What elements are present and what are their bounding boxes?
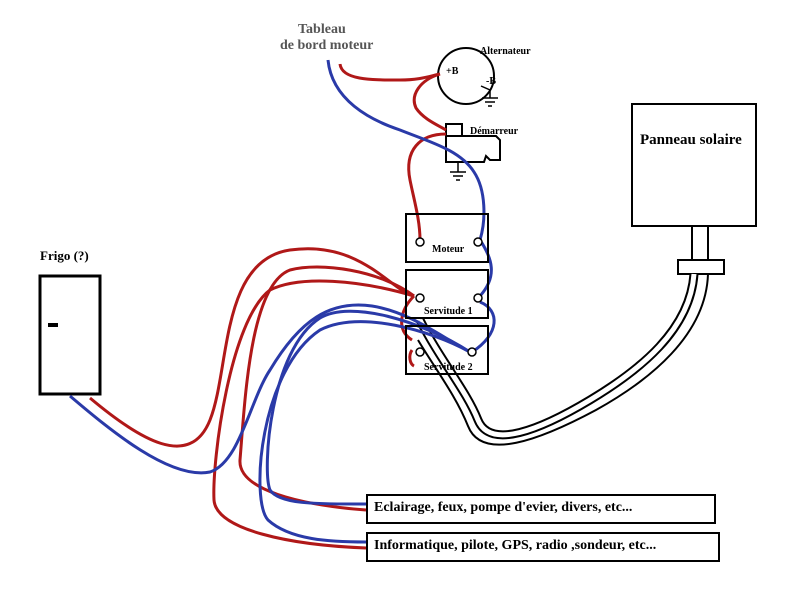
demarreur-label: Démarreur — [470, 126, 519, 137]
battery-moteur — [405, 213, 489, 263]
battery-servitude2 — [405, 325, 489, 375]
starter-ground-icon — [450, 162, 466, 181]
eclairage-circuit-box — [366, 494, 716, 524]
servitude1-label: Servitude 1 — [424, 306, 473, 317]
informatique-label: Informatique, pilote, GPS, radio ,sondeu… — [374, 538, 657, 553]
alternateur-label: Alternateur — [480, 46, 531, 57]
solar-panel — [631, 103, 757, 227]
alternator-ground-icon — [480, 85, 498, 107]
tableau-label-line2: de bord moteur — [280, 38, 374, 53]
frigo-label: Frigo (?) — [40, 248, 89, 263]
tableau-label-line1: Tableau — [298, 22, 346, 37]
solar-regulator — [677, 259, 725, 275]
panneau-solaire-label: Panneau solaire — [640, 132, 742, 148]
moteur-label: Moteur — [432, 244, 465, 255]
plus-b-label: +B — [446, 66, 459, 77]
fridge-symbol — [38, 274, 102, 396]
fridge-handle — [48, 323, 58, 327]
informatique-circuit-box — [366, 532, 720, 562]
eclairage-label: Eclairage, feux, pompe d'evier, divers, … — [374, 500, 633, 515]
minus-b-label: -B — [486, 76, 496, 87]
servitude2-label: Servitude 2 — [424, 362, 473, 373]
battery-servitude1 — [405, 269, 489, 319]
